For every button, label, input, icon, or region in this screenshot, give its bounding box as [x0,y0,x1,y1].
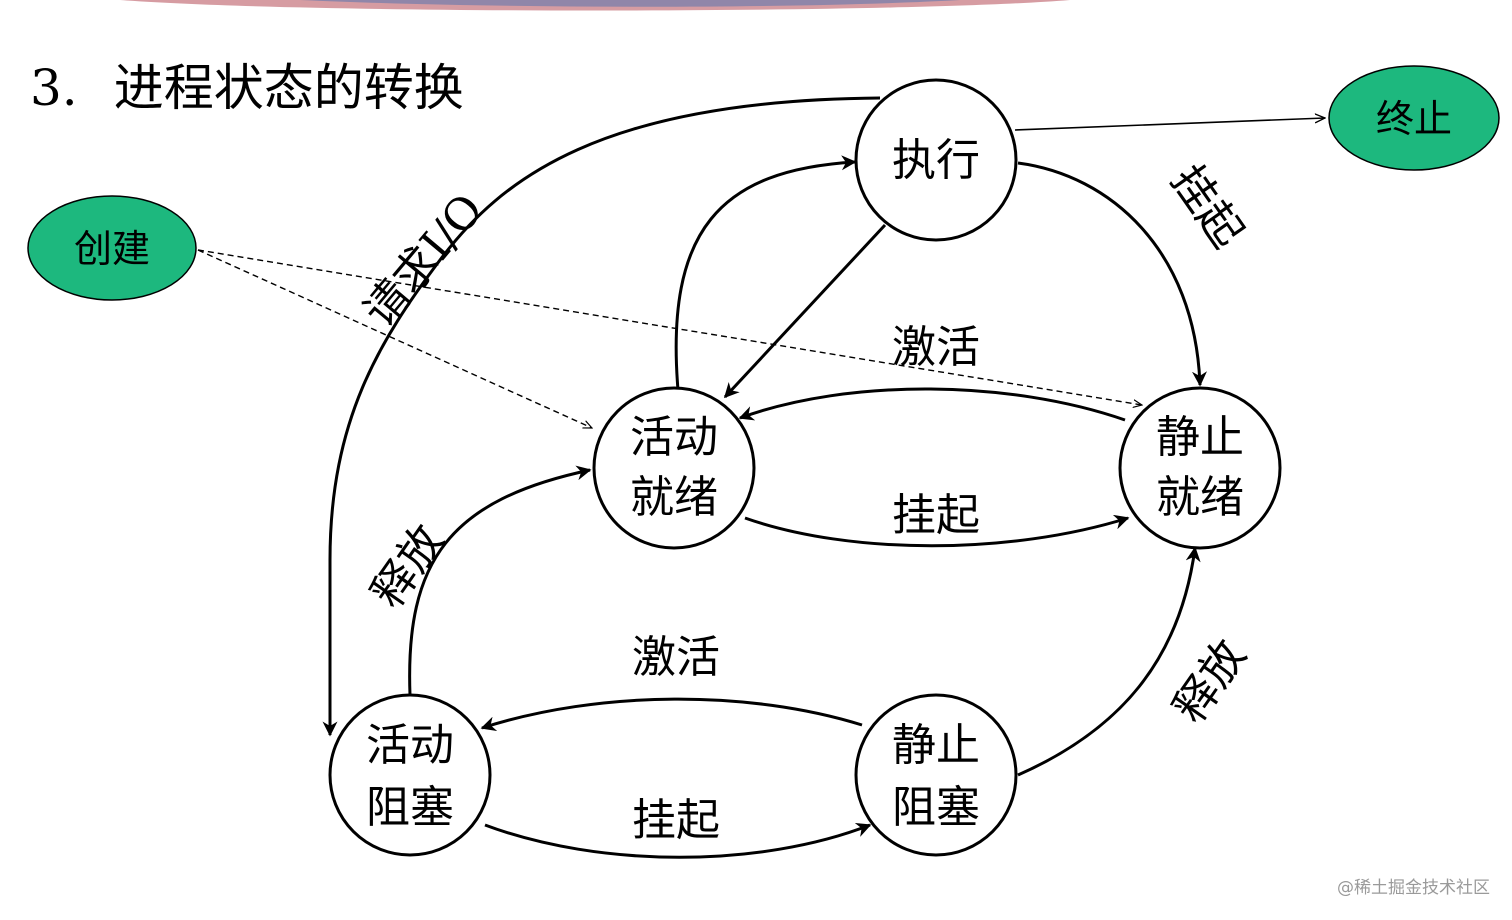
node-execute: 执行 [854,78,1018,242]
edge-suspend-ready [744,514,1130,548]
node-active-blocked-line2: 阻塞 [366,782,454,833]
node-active-ready: 活动 就绪 [592,386,756,550]
watermark: @稀土掘金技术社区 [1337,878,1490,898]
edge-create-to-static-ready [197,249,1142,405]
edge-release-right [1017,546,1201,777]
node-create: 创建 [27,195,197,301]
edge-suspend-blocked [484,822,872,859]
node-terminate-label: 终止 [1376,97,1452,141]
node-static-ready: 静止 就绪 [1118,386,1282,550]
node-terminate: 终止 [1328,65,1500,171]
label-release-left: 释放 [362,516,454,617]
decorative-banner [120,0,1070,11]
edge-ready-to-execute [674,155,857,391]
title-text: 进程状态的转换 [113,59,464,117]
node-active-ready-line1: 活动 [630,412,718,463]
node-active-ready-line2: 就绪 [630,472,718,523]
label-release-right: 释放 [1164,631,1256,732]
page-title: 3. 进程状态的转换 [30,48,464,120]
edge-execute-to-terminate [1014,118,1325,131]
edge-activate-blocked [480,697,863,732]
node-static-blocked: 静止 阻塞 [854,693,1018,857]
node-execute-label: 执行 [892,135,980,186]
edge-activate-ready [738,387,1126,422]
edge-suspend-execute [1017,161,1207,387]
node-static-blocked-line1: 静止 [892,720,980,771]
node-static-blocked-line2: 阻塞 [892,782,980,833]
label-request-io: 请求I/O [354,184,494,337]
node-static-ready-line2: 就绪 [1156,472,1244,523]
title-number: 3. [30,59,78,117]
edge-release-left [408,465,592,696]
edge-execute-to-ready [723,223,887,399]
label-suspend-ready: 挂起 [892,490,980,541]
label-activate-blocked: 激活 [632,632,720,683]
edge-request-io [322,96,881,737]
label-activate-ready: 激活 [892,322,980,373]
node-static-ready-line1: 静止 [1156,412,1244,463]
node-active-blocked: 活动 阻塞 [328,693,492,857]
edge-create-to-active-ready [197,249,592,429]
node-create-label: 创建 [74,227,150,271]
node-active-blocked-line1: 活动 [366,720,454,771]
label-suspend-execute: 挂起 [1161,156,1253,257]
label-suspend-blocked: 挂起 [632,795,720,846]
